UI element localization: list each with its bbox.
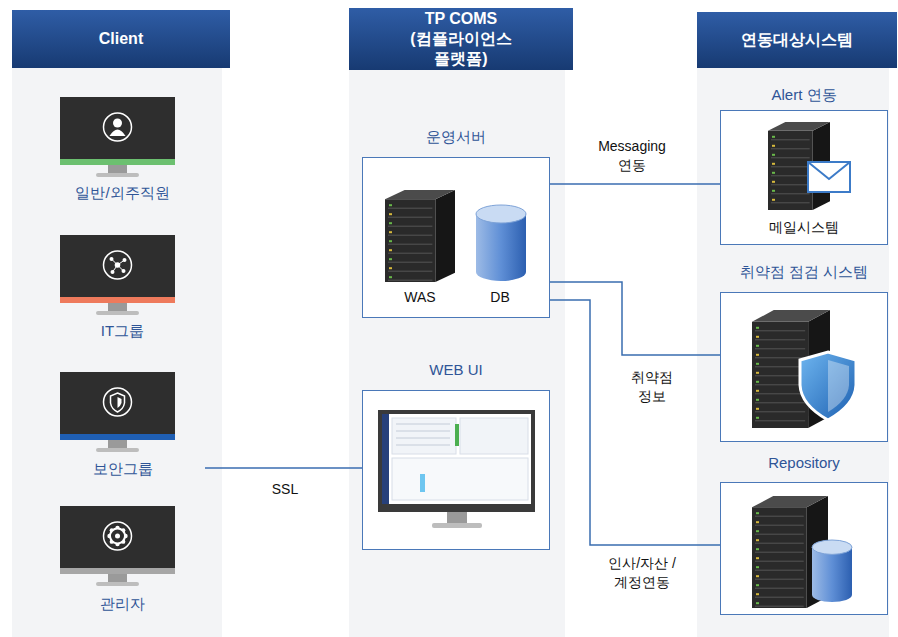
edge-label: Messaging 연동 xyxy=(587,136,677,176)
connector xyxy=(550,183,720,185)
box-heading: Repository xyxy=(768,453,840,473)
mail-envelope xyxy=(808,162,850,192)
column-panel: 연동대상시스템 Alert 연동메일시스템취약점 점검 시스템 Repository xyxy=(697,12,897,637)
column-panel xyxy=(349,8,565,637)
icon-node: 보안그룹 xyxy=(40,370,205,479)
icon-node: IT그룹 xyxy=(40,233,205,341)
connector xyxy=(550,282,720,355)
edge-label: 취약점 정보 xyxy=(624,367,680,407)
box-heading: 취약점 점검 시스템 xyxy=(740,262,868,282)
icon-label: WAS xyxy=(404,287,435,307)
icon-node: 관리자 xyxy=(40,504,205,614)
client-monitor xyxy=(60,372,175,452)
icon-label: 보안그룹 xyxy=(93,459,153,479)
shield-icon xyxy=(800,352,856,420)
server-icon xyxy=(385,190,455,282)
column-panel xyxy=(12,10,222,637)
icon-node: DB xyxy=(465,200,535,307)
box-fill xyxy=(720,482,888,615)
box-frame xyxy=(362,390,550,550)
icon-node: 일반/외주직원 xyxy=(40,95,205,203)
system-box: 취약점 점검 시스템 xyxy=(720,260,888,442)
box-frame xyxy=(362,157,550,318)
system-box: WEB UI xyxy=(362,358,550,550)
edge-label: 인사/자산 /계정연동 xyxy=(600,553,684,593)
icon-label: IT그룹 xyxy=(101,321,144,341)
system-box: Repository xyxy=(720,451,888,615)
column-panel: Client 일반/외주직원 IT그룹보안그룹관리자 xyxy=(12,10,230,637)
icon-label: 일반/외주직원 xyxy=(75,183,169,203)
box-frame xyxy=(720,292,888,442)
client-monitor xyxy=(60,97,175,177)
box-heading: WEB UI xyxy=(429,360,482,380)
column-header: Client xyxy=(12,10,230,68)
column-panel: TP COMS (컴플라이언스 플랫폼) 운영서버 WAS DB WEB UI xyxy=(349,8,573,637)
connector xyxy=(205,467,362,469)
client-monitor xyxy=(60,506,175,586)
database-icon xyxy=(812,540,852,602)
client-monitor xyxy=(60,235,175,315)
box-fill xyxy=(720,292,888,442)
box-fill xyxy=(362,390,550,550)
edge-label: SSL xyxy=(263,479,307,500)
database-icon xyxy=(476,205,526,281)
icon-label: DB xyxy=(490,287,509,307)
box-fill xyxy=(720,110,888,245)
system-name: 메일시스템 xyxy=(769,217,839,237)
icon-label: 관리자 xyxy=(100,594,145,614)
web-ui-monitor xyxy=(378,410,535,528)
box-heading: 운영서버 xyxy=(426,127,486,147)
system-box: 운영서버 WAS DB xyxy=(362,125,550,318)
column-panel xyxy=(697,12,889,637)
column-header: TP COMS (컴플라이언스 플랫폼) xyxy=(349,8,573,70)
shield-shine xyxy=(828,360,849,412)
connector xyxy=(550,300,720,545)
box-heading: Alert 연동 xyxy=(771,85,836,105)
box-frame xyxy=(720,482,888,615)
box-fill xyxy=(362,157,550,318)
icon-node: WAS xyxy=(378,185,462,307)
system-box: Alert 연동메일시스템 xyxy=(720,83,888,245)
column-header: 연동대상시스템 xyxy=(697,12,897,68)
